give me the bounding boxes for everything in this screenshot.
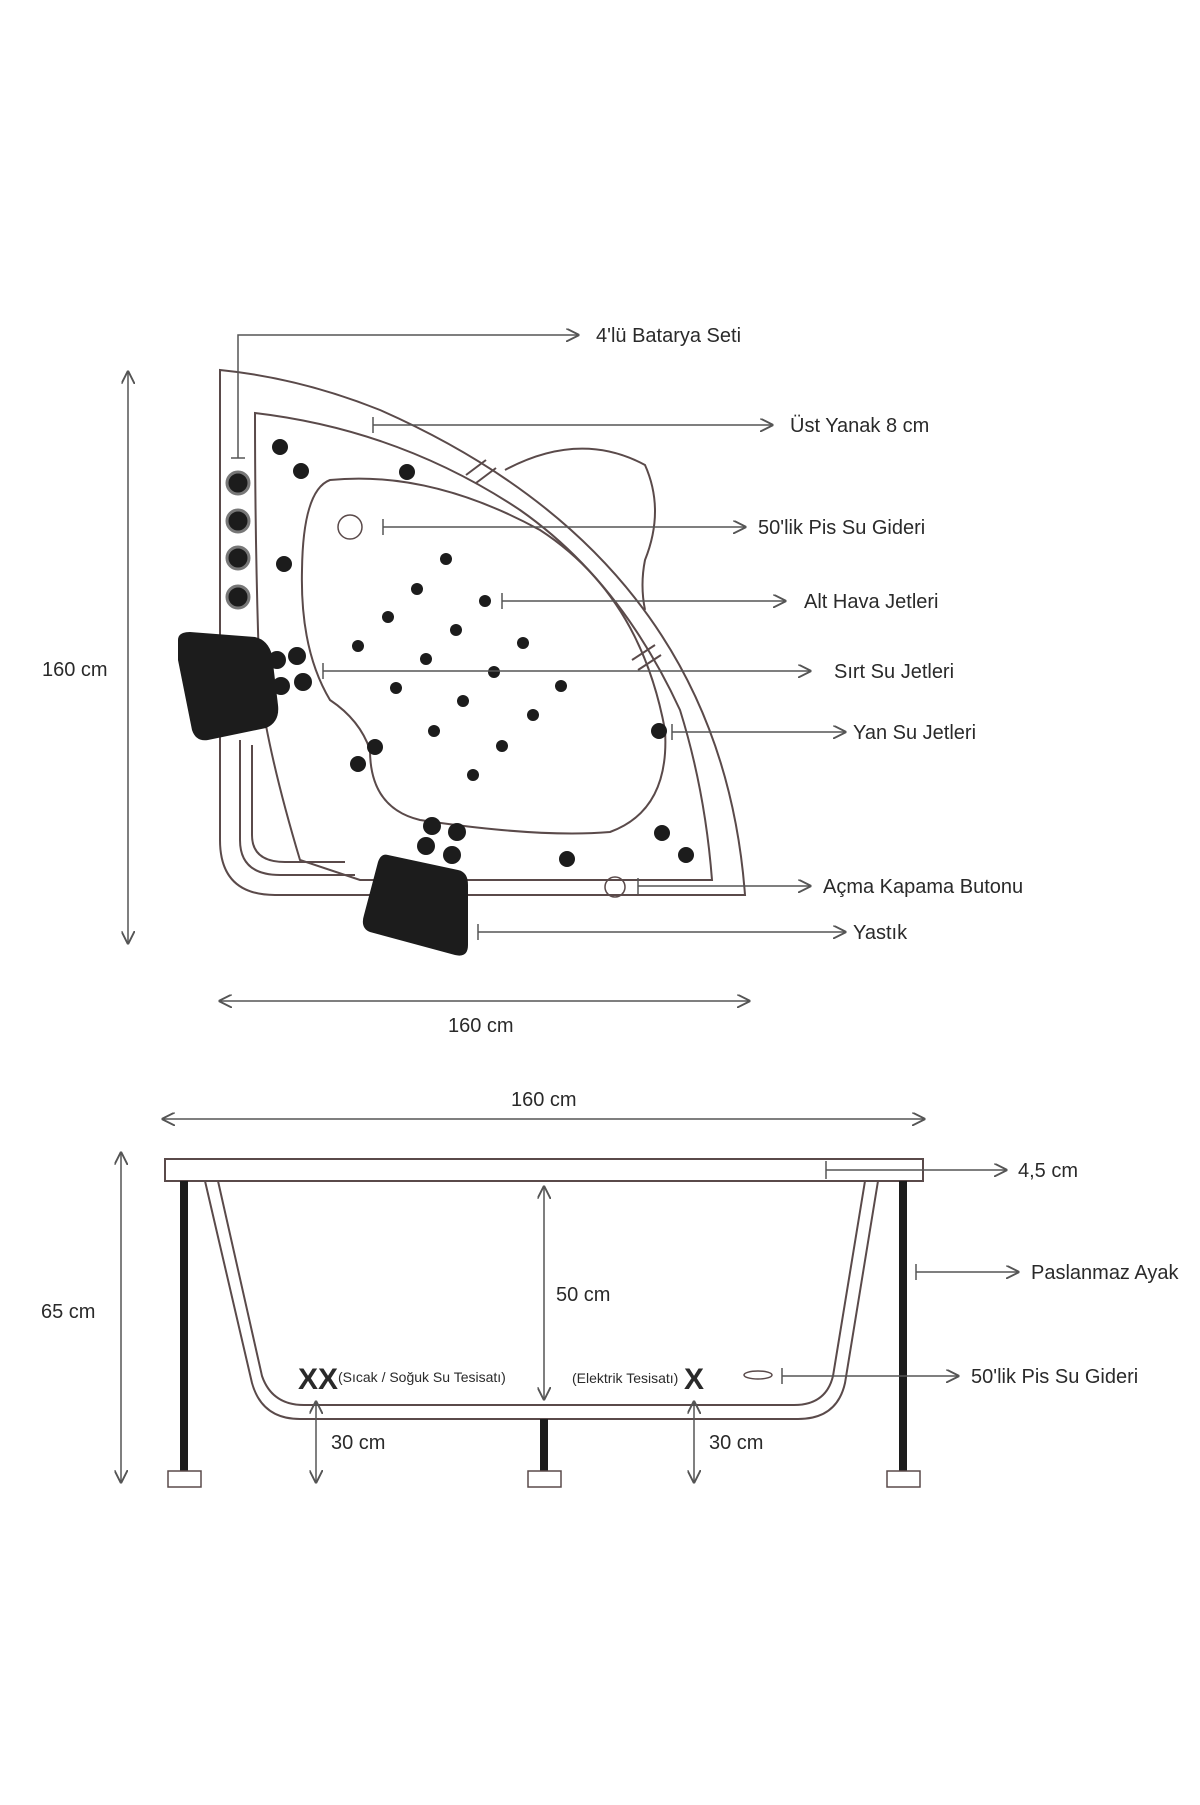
jets <box>268 439 694 867</box>
pillow-bottom <box>362 854 468 956</box>
top-view-text: 4'lü Batarya Seti Üst Yanak 8 cm 50'lik … <box>42 325 1023 1037</box>
jet-16 <box>654 825 670 841</box>
jet-5 <box>268 651 286 669</box>
jet-6 <box>288 647 306 665</box>
dim-side-height-label: 65 cm <box>41 1301 95 1323</box>
jet-29 <box>457 695 469 707</box>
jet-1 <box>272 439 288 455</box>
jet-17 <box>678 847 694 863</box>
foot-right <box>886 1470 921 1488</box>
jet-22 <box>382 611 394 623</box>
jet-3 <box>399 464 415 480</box>
top-dimensions <box>128 372 749 1001</box>
label-stainless-leg: Paslanmaz Ayak <box>1031 1262 1179 1284</box>
on-off-button-circle <box>604 876 626 898</box>
top-view <box>219 368 747 896</box>
jet-2 <box>293 463 309 479</box>
jet-30 <box>555 680 567 692</box>
tub-outer-shell <box>219 368 747 896</box>
foot-left <box>167 1470 202 1488</box>
bench-line-inner <box>251 745 345 863</box>
jet-19 <box>440 553 452 565</box>
label-side-jets: Yan Su Jetleri <box>853 722 976 744</box>
tub-body-inner <box>217 1180 866 1406</box>
foot-center <box>527 1470 562 1488</box>
jet-28 <box>390 682 402 694</box>
dim-height-label: 160 cm <box>42 659 108 681</box>
jet-4 <box>276 556 292 572</box>
jet-12 <box>448 823 466 841</box>
legs <box>167 1181 921 1488</box>
jet-25 <box>352 640 364 652</box>
dim-inner-depth-label: 50 cm <box>556 1284 610 1306</box>
jet-24 <box>517 637 529 649</box>
side-drain-oval <box>743 1370 773 1380</box>
jet-18 <box>651 723 667 739</box>
jet-15 <box>559 851 575 867</box>
jet-33 <box>496 740 508 752</box>
battery-knob-2 <box>225 508 251 534</box>
label-hot-cold-water: (Sıcak / Soğuk Su Tesisatı) <box>338 1369 506 1385</box>
label-pillow: Yastık <box>853 922 908 944</box>
leg-right <box>899 1181 907 1471</box>
leg-center <box>540 1419 548 1471</box>
battery-set <box>225 470 251 610</box>
drain-circle <box>337 514 363 540</box>
jet-14 <box>443 846 461 864</box>
jet-9 <box>367 739 383 755</box>
jet-21 <box>479 595 491 607</box>
jet-13 <box>417 837 435 855</box>
label-air-jets: Alt Hava Jetleri <box>804 591 939 613</box>
label-on-off-button: Açma Kapama Butonu <box>823 876 1023 898</box>
side-dimensions <box>121 1119 1018 1482</box>
rim-mark-4 <box>637 654 662 671</box>
jet-10 <box>350 756 366 772</box>
label-back-jets: Sırt Su Jetleri <box>834 661 954 683</box>
jet-23 <box>450 624 462 636</box>
side-view-text: 160 cm 65 cm 50 cm 30 cm 30 cm 4,5 cm Pa… <box>41 1089 1179 1454</box>
headrest-cutout <box>504 447 656 611</box>
rim-mark-2 <box>475 467 497 484</box>
jet-7 <box>272 677 290 695</box>
label-electric: (Elektrik Tesisatı) <box>572 1370 678 1386</box>
label-rim-thickness: 4,5 cm <box>1018 1160 1078 1182</box>
dim-right-30-label: 30 cm <box>709 1432 763 1454</box>
jet-26 <box>420 653 432 665</box>
jet-27 <box>488 666 500 678</box>
jet-31 <box>527 709 539 721</box>
battery-knob-4 <box>225 584 251 610</box>
side-view <box>164 1158 924 1420</box>
battery-knob-1 <box>225 470 251 496</box>
label-battery-set: 4'lü Batarya Seti <box>596 325 741 347</box>
battery-knob-3 <box>225 545 251 571</box>
pillow-left <box>178 632 279 741</box>
top-leaders <box>231 335 845 940</box>
dim-side-width-label: 160 cm <box>511 1089 577 1111</box>
dim-left-30-label: 30 cm <box>331 1432 385 1454</box>
jet-32 <box>428 725 440 737</box>
tub-body-outer <box>204 1180 879 1420</box>
label-drain: 50'lik Pis Su Gideri <box>758 517 925 539</box>
tub-basin <box>300 477 667 835</box>
label-side-drain: 50'lik Pis Su Gideri <box>971 1366 1138 1388</box>
single-x-mark: X <box>684 1363 704 1396</box>
rim-slab <box>164 1158 924 1182</box>
bench-line-outer <box>239 740 355 876</box>
jet-8 <box>294 673 312 691</box>
double-x-mark: XX <box>298 1363 338 1396</box>
leg-left <box>180 1181 188 1471</box>
jet-11 <box>423 817 441 835</box>
jet-20 <box>411 583 423 595</box>
rim-mark-1 <box>465 459 487 476</box>
label-upper-cheek: Üst Yanak 8 cm <box>790 415 929 437</box>
rim-mark-3 <box>631 644 656 661</box>
dim-width-label: 160 cm <box>448 1015 514 1037</box>
leader-battery <box>237 335 578 458</box>
jet-34 <box>467 769 479 781</box>
